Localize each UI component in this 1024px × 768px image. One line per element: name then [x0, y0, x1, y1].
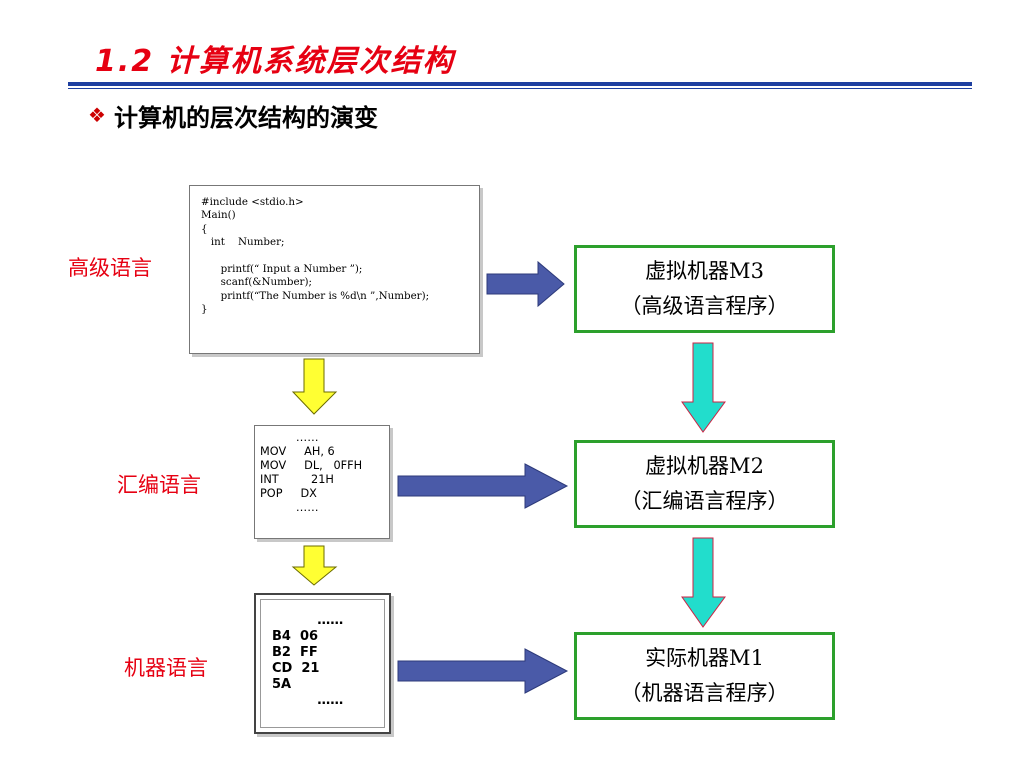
machine-desc-m1: （机器语言程序）: [620, 681, 789, 705]
subtitle: 计算机的层次结构的演变: [114, 103, 378, 132]
machine-name-m2: 虚拟机器M2: [645, 454, 764, 478]
title-rule-thin: [68, 88, 972, 89]
level-label-high: 高级语言: [68, 256, 152, 280]
machine-code: …… B4 06 B2 FF CD 21 5A ……: [272, 613, 344, 708]
down-arrow-icon: [291, 358, 338, 415]
level-label-machine: 机器语言: [124, 656, 208, 680]
down-arrow-icon: [291, 545, 338, 586]
assembly-code-box: …… MOV AH, 6 MOV DL, 0FFH INT 21H POP DX…: [254, 425, 390, 539]
machine-code-inner-frame: [260, 599, 385, 728]
machine-desc-m3: （高级语言程序）: [620, 294, 789, 318]
machine-box-m1: 实际机器M1 （机器语言程序）: [574, 632, 835, 720]
right-arrow-icon: [486, 260, 565, 308]
right-arrow-icon: [397, 463, 569, 509]
machine-box-m2: 虚拟机器M2 （汇编语言程序）: [574, 440, 835, 528]
machine-box-m3: 虚拟机器M3 （高级语言程序）: [574, 245, 835, 333]
down-arrow-icon: [681, 342, 726, 433]
subtitle-row: ❖ 计算机的层次结构的演变: [88, 98, 378, 132]
down-arrow-icon: [681, 537, 726, 628]
high-level-code-box: #include <stdio.h> Main() { int Number; …: [189, 185, 480, 354]
assembly-code: …… MOV AH, 6 MOV DL, 0FFH INT 21H POP DX…: [260, 431, 363, 514]
machine-name-m1: 实际机器M1: [645, 646, 764, 670]
right-arrow-icon: [397, 648, 569, 694]
slide-title: 1.2 计算机系统层次结构: [95, 44, 455, 79]
title-rule: [68, 82, 972, 86]
machine-desc-m2: （汇编语言程序）: [620, 489, 789, 513]
machine-name-m3: 虚拟机器M3: [645, 259, 764, 283]
level-label-assembly: 汇编语言: [117, 473, 201, 497]
machine-code-box: …… B4 06 B2 FF CD 21 5A ……: [254, 593, 391, 734]
diamond-bullet-icon: ❖: [88, 103, 106, 127]
high-level-code: #include <stdio.h> Main() { int Number; …: [201, 196, 430, 316]
